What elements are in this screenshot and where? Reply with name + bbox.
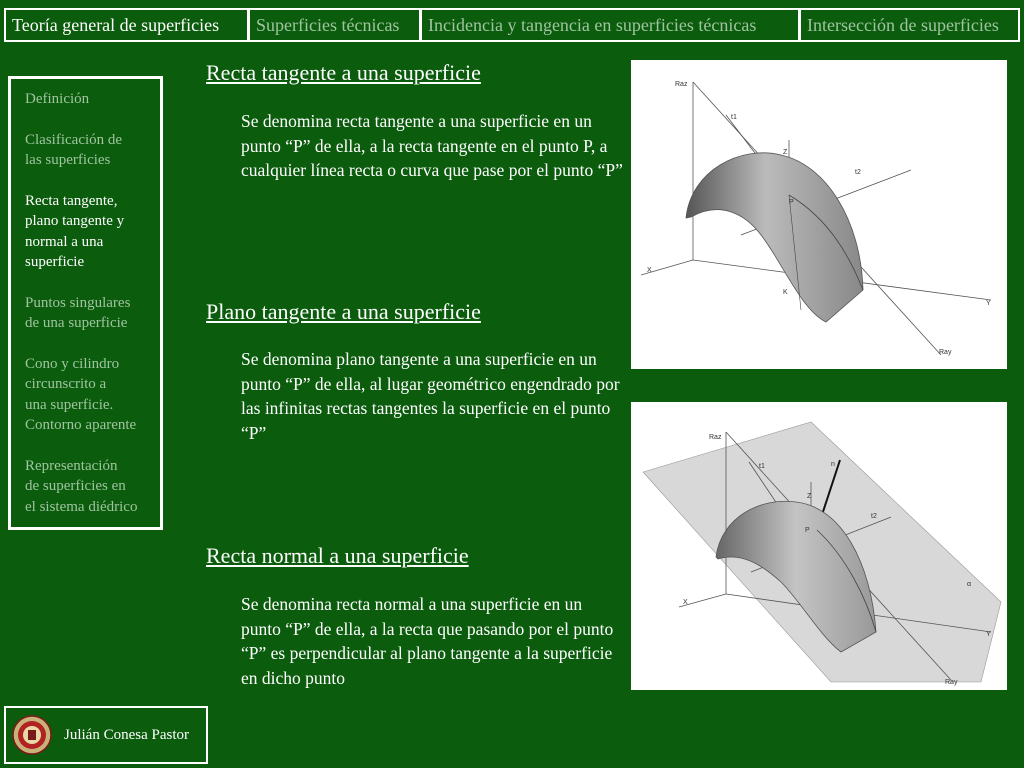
sidebar-item-puntos-singulares[interactable]: Puntos singulares de una superficie: [25, 294, 131, 332]
tab-interseccion[interactable]: Intersección de superficies: [807, 14, 999, 35]
fig1-label-y: Y: [986, 300, 991, 307]
tab-superficies-tecnicas[interactable]: Superficies técnicas: [250, 10, 422, 40]
fig2-label-t2: t2: [871, 513, 877, 520]
fig2-label-z: Z: [807, 493, 812, 500]
fig2-label-t1: t1: [759, 463, 765, 470]
section-text-plano-tangente: Se denomina plano tangente a una superfi…: [241, 349, 620, 443]
fig2-label-alpha: α: [967, 581, 971, 588]
fig1-label-p: P: [789, 199, 794, 206]
tangent-lines-diagram: Raz t1 t2 Z P X Y Ray K: [640, 81, 992, 356]
fig2-label-n: n: [831, 461, 835, 468]
footer-author-box: Julián Conesa Pastor: [4, 706, 208, 764]
sidebar-item-definicion[interactable]: Definición: [25, 91, 90, 107]
tangent-plane-diagram: Raz t1 n t2 Z P X Y Ray α: [642, 421, 1002, 686]
section-text-recta-tangente: Se denomina recta tangente a una superfi…: [241, 111, 623, 180]
fig2-label-x: X: [683, 599, 688, 606]
fig1-label-x: X: [647, 267, 652, 274]
fig1-label-k: K: [783, 289, 788, 296]
section-text-recta-normal: Se denomina recta normal a una superfici…: [241, 594, 614, 688]
fig1-label-t1: t1: [731, 114, 737, 121]
sidebar-item-cono-cilindro[interactable]: Cono y cilindro circunscrito a una super…: [25, 355, 137, 434]
fig1-label-raz: Raz: [675, 81, 688, 88]
figure-tangent-plane: Raz t1 n t2 Z P X Y Ray α: [631, 402, 1007, 690]
section-title-plano-tangente: Plano tangente a una superficie: [206, 299, 481, 324]
author-name: Julián Conesa Pastor: [64, 726, 189, 743]
sidebar-item-recta-tangente[interactable]: Recta tangente, plano tangente y normal …: [25, 192, 125, 271]
fig2-label-ray: Ray: [945, 679, 958, 686]
section-title-recta-normal: Recta normal a una superficie: [206, 543, 469, 568]
sidebar-item-representacion[interactable]: Representación de superficies en el sist…: [25, 457, 138, 515]
section-title-recta-tangente: Recta tangente a una superficie: [206, 60, 481, 85]
fig1-label-ray: Ray: [939, 349, 952, 356]
fig2-label-raz: Raz: [709, 434, 722, 441]
university-seal-icon: [12, 715, 52, 755]
sidebar-menu: Definición Clasificación de las superfic…: [8, 76, 163, 530]
top-nav: Teoría general de superficies Superficie…: [4, 8, 1020, 42]
sidebar-item-clasificacion[interactable]: Clasificación de las superficies: [25, 131, 123, 169]
fig2-label-y: Y: [986, 631, 991, 638]
fig1-label-z: Z: [783, 149, 788, 156]
tab-teoria-general[interactable]: Teoría general de superficies: [6, 10, 250, 40]
fig2-label-p: P: [805, 527, 810, 534]
tab-incidencia-tangencia[interactable]: Incidencia y tangencia en superficies té…: [422, 10, 801, 40]
fig1-label-t2: t2: [855, 169, 861, 176]
figure-tangent-lines: Raz t1 t2 Z P X Y Ray K: [631, 60, 1007, 369]
